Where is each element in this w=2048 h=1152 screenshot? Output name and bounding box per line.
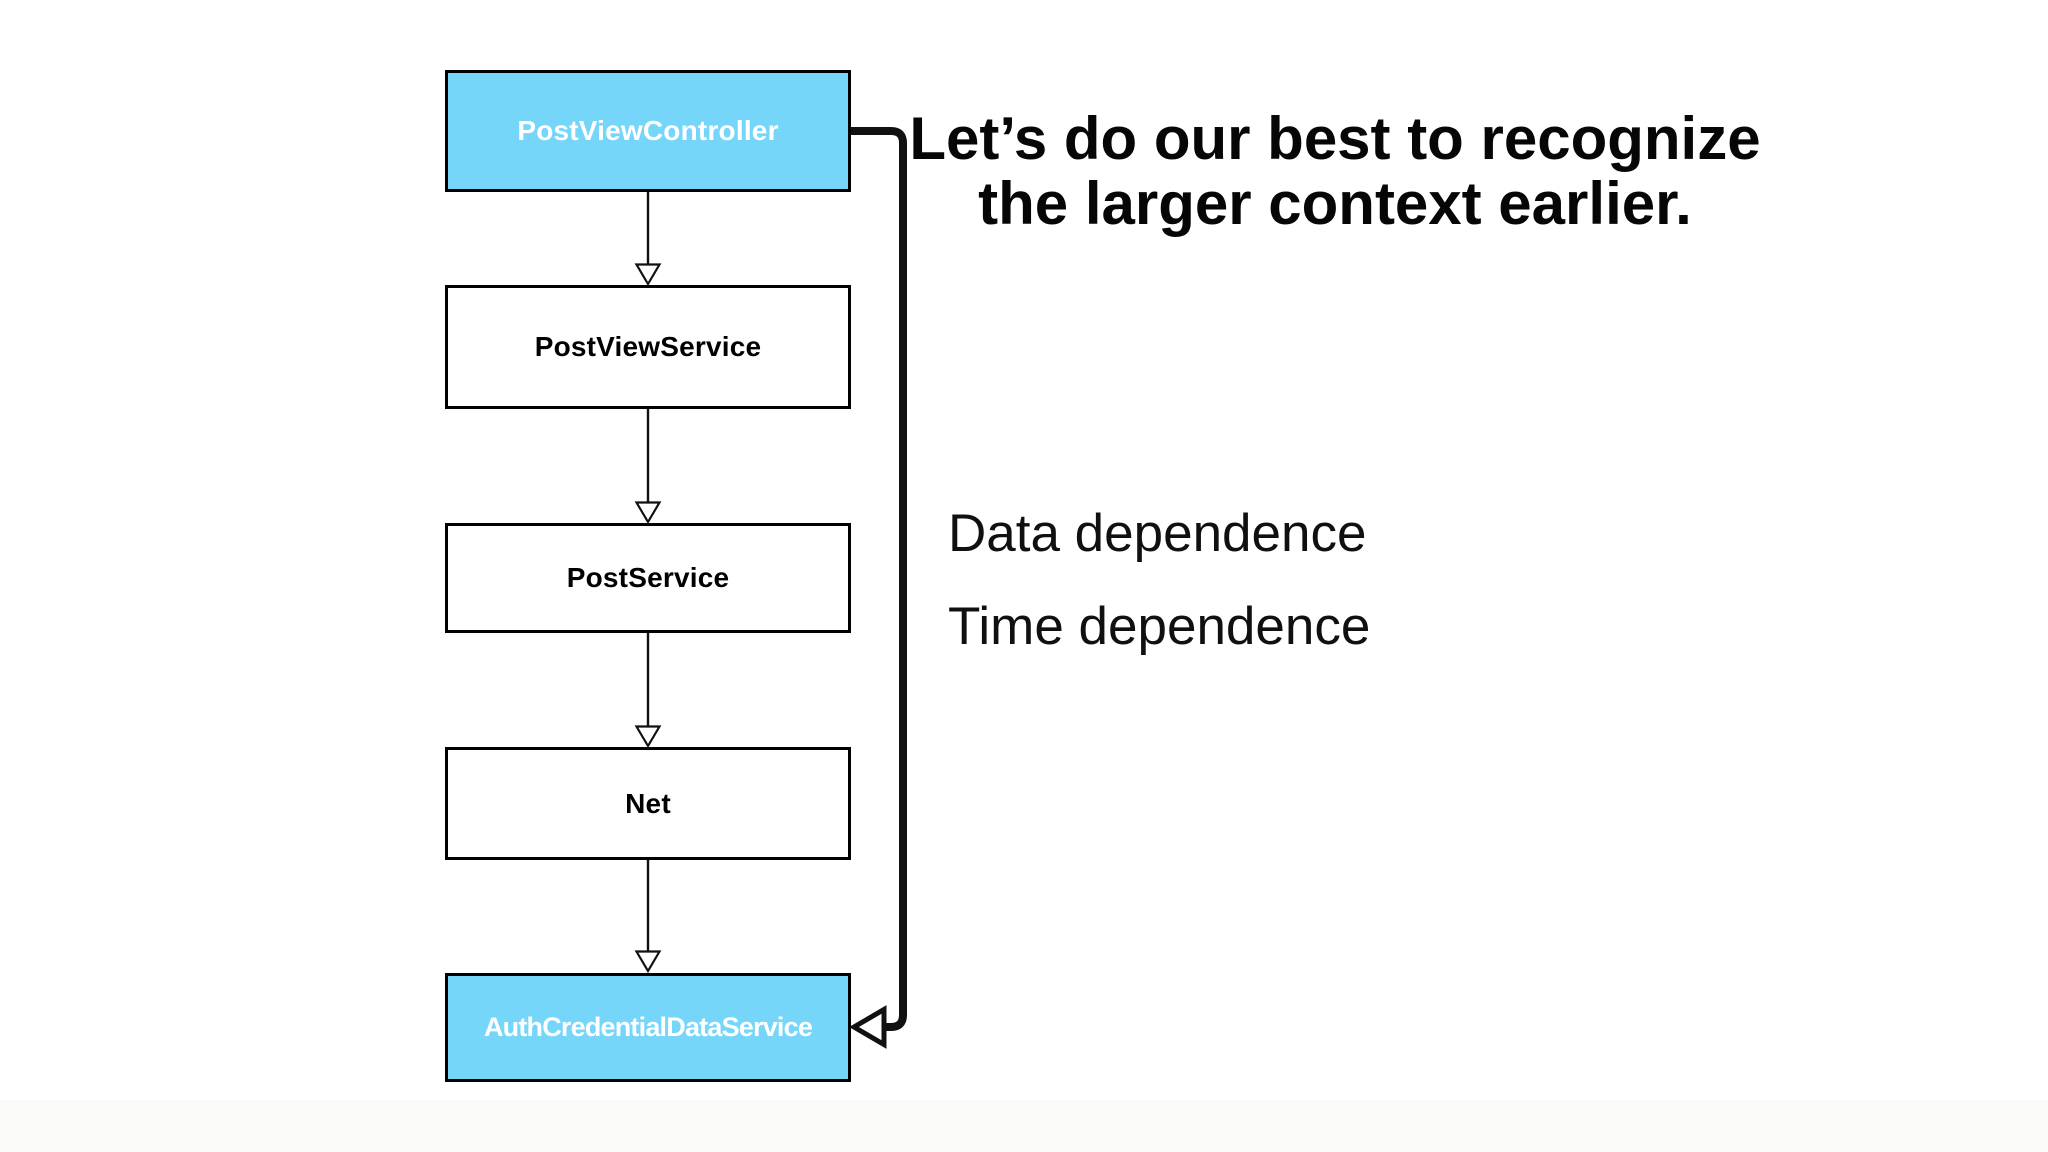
down-arrowhead-icon — [634, 501, 662, 525]
arrow-postviewservice-to-postservice — [634, 409, 662, 525]
slide-heading-line-2: the larger context earlier. — [978, 170, 1692, 237]
arrow-net-to-authcredentialdataservice — [634, 860, 662, 974]
loop-arrowhead-icon — [849, 1005, 887, 1049]
box-postviewservice-label: PostViewService — [534, 331, 762, 362]
box-postviewcontroller: PostViewController — [445, 70, 851, 192]
arrow-postservice-to-net — [634, 633, 662, 749]
slide-heading: Let’s do our best to recognize the large… — [900, 106, 1770, 236]
slide-heading-line-1: Let’s do our best to recognize — [909, 105, 1761, 172]
label-data-dependence: Data dependence — [948, 504, 1367, 563]
box-postservice-label: PostService — [566, 562, 730, 593]
bottom-strip — [0, 1100, 2048, 1152]
box-authcredentialdataservice: AuthCredentialDataService — [445, 973, 851, 1082]
down-arrowhead-icon — [634, 725, 662, 749]
down-arrowhead-icon — [634, 263, 662, 287]
arrow-postviewcontroller-to-postviewservice — [634, 192, 662, 287]
box-authcredentialdataservice-label: AuthCredentialDataService — [483, 1012, 813, 1042]
box-net: Net — [445, 747, 851, 860]
down-arrowhead-icon — [634, 950, 662, 974]
box-postviewservice: PostViewService — [445, 285, 851, 409]
label-time-dependence: Time dependence — [948, 597, 1371, 656]
box-net-label: Net — [625, 787, 671, 819]
box-postservice: PostService — [445, 523, 851, 633]
loop-arrow-postviewcontroller-to-authcredentialdataservice — [849, 127, 907, 1049]
box-postviewcontroller-label: PostViewController — [517, 115, 779, 146]
